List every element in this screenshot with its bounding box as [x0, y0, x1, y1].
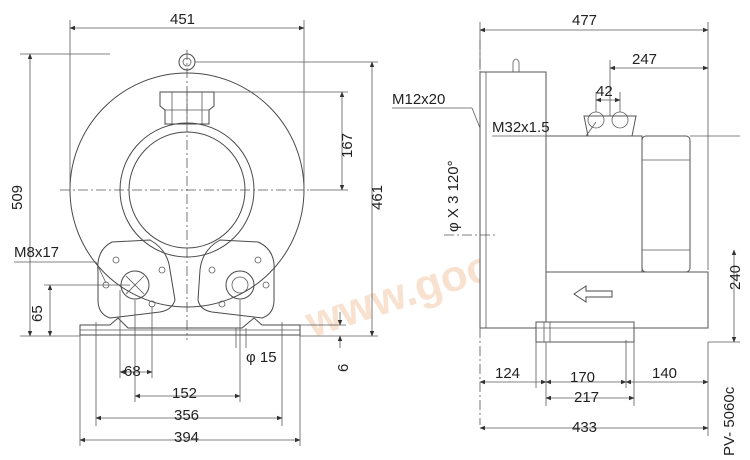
left-foot [97, 239, 176, 319]
motor-body [545, 135, 643, 273]
dim-152: 152 [172, 385, 197, 402]
dim-247: 247 [632, 51, 657, 68]
base-plate [79, 317, 301, 336]
dim-477: 477 [572, 12, 597, 29]
terminal-box [583, 115, 637, 137]
dim-170: 170 [570, 369, 595, 386]
dim-6: 6 [335, 364, 352, 372]
side-view: 477 247 42 M12x20 M32x1.5 φ X 3 120° 240 [392, 12, 744, 456]
lower-frame [545, 271, 709, 329]
label-m12x20: M12x20 [392, 91, 445, 108]
dim-240: 240 [727, 265, 744, 290]
dim-167: 167 [339, 133, 356, 158]
label-m8x17: M8x17 [14, 244, 59, 261]
dim-394: 394 [174, 429, 199, 446]
dim-433: 433 [572, 419, 597, 436]
dim-phi15: φ 15 [246, 349, 277, 366]
model-code: PV- 5060c [721, 386, 738, 456]
dim-68: 68 [124, 363, 141, 380]
front-view: 451 509 167 461 M8x17 65 68 152 [9, 11, 386, 446]
right-foot [197, 239, 275, 319]
dim-509: 509 [9, 185, 26, 210]
dim-65: 65 [29, 305, 46, 322]
dim-356: 356 [174, 407, 199, 424]
outlet-neck [159, 91, 215, 125]
dim-124: 124 [495, 365, 520, 382]
housing-block [479, 71, 547, 329]
dim-140: 140 [652, 365, 677, 382]
dim-451: 451 [170, 11, 195, 28]
airflow-arrow [573, 285, 613, 303]
side-base [535, 321, 635, 343]
label-bolt-circle: φ X 3 120° [445, 160, 462, 232]
dim-217: 217 [574, 389, 599, 406]
label-m32x1-5: M32x1.5 [492, 119, 550, 136]
dim-42: 42 [596, 83, 613, 100]
dim-461: 461 [369, 185, 386, 210]
motor-endcap [641, 135, 691, 273]
